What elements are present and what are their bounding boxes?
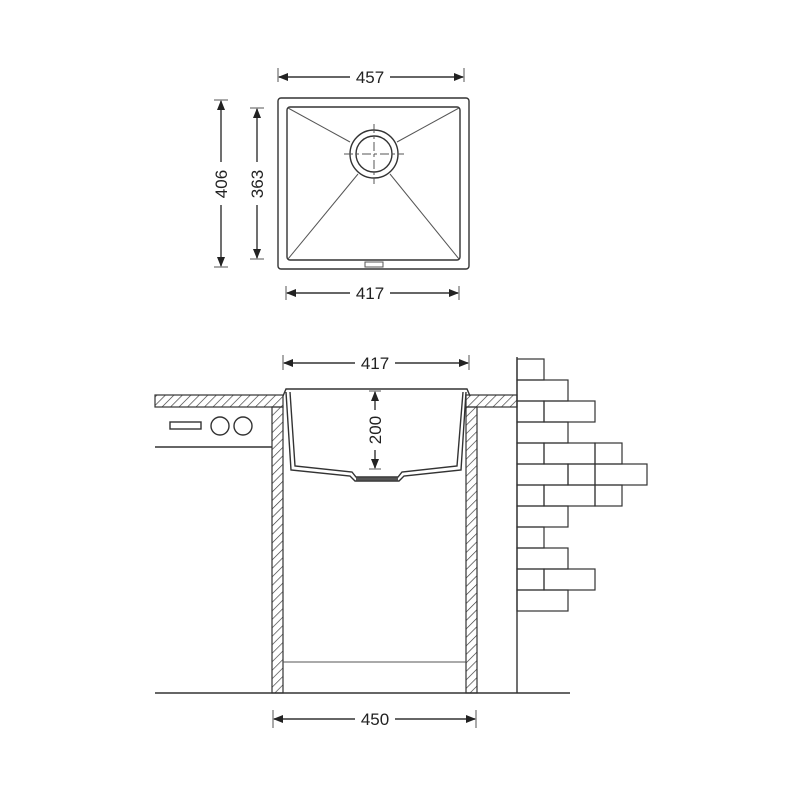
bowl-crease	[396, 107, 460, 143]
sink-bowl	[286, 106, 461, 261]
brick	[543, 568, 596, 591]
countertop-left	[154, 394, 284, 408]
brick	[543, 442, 596, 465]
brick	[594, 463, 648, 486]
brick	[543, 484, 596, 507]
top-view: 457 417 406 363	[212, 68, 470, 303]
cabinet-wall-right	[465, 406, 478, 694]
bowl-crease	[389, 173, 460, 260]
side-view: 417 200 450	[154, 354, 648, 729]
bowl-crease	[287, 173, 359, 260]
brick	[516, 589, 569, 612]
brick	[543, 400, 596, 423]
appliance-knob	[210, 416, 230, 436]
brick	[516, 463, 569, 486]
dim-outer-width: 457	[356, 68, 384, 87]
brick	[516, 526, 545, 549]
brick	[594, 442, 623, 465]
dim-cabinet-width: 450	[361, 710, 389, 729]
brick	[516, 547, 569, 570]
overflow-slot	[364, 261, 384, 268]
brick	[516, 400, 545, 423]
dim-inner-width: 417	[356, 284, 384, 303]
appliance-display	[169, 421, 202, 430]
countertop-right	[465, 394, 518, 408]
brick	[516, 568, 545, 591]
dim-bowl-width: 417	[361, 354, 389, 373]
brick	[516, 358, 545, 381]
bowl-crease	[287, 107, 351, 143]
brick	[516, 484, 545, 507]
dim-outer-depth: 406	[212, 170, 231, 198]
cabinet-wall-left	[271, 406, 284, 694]
brick	[516, 442, 545, 465]
brick	[567, 463, 596, 486]
brick-wall	[516, 358, 648, 612]
brick	[516, 379, 569, 402]
brick	[516, 421, 569, 444]
sink-section	[282, 388, 471, 482]
sink-outer-rim	[277, 97, 470, 270]
appliance-knob	[233, 416, 253, 436]
brick	[516, 505, 569, 528]
dim-inner-depth: 363	[248, 170, 267, 198]
brick	[594, 484, 623, 507]
dim-bowl-depth: 200	[366, 416, 385, 444]
drain-icon	[344, 124, 404, 184]
